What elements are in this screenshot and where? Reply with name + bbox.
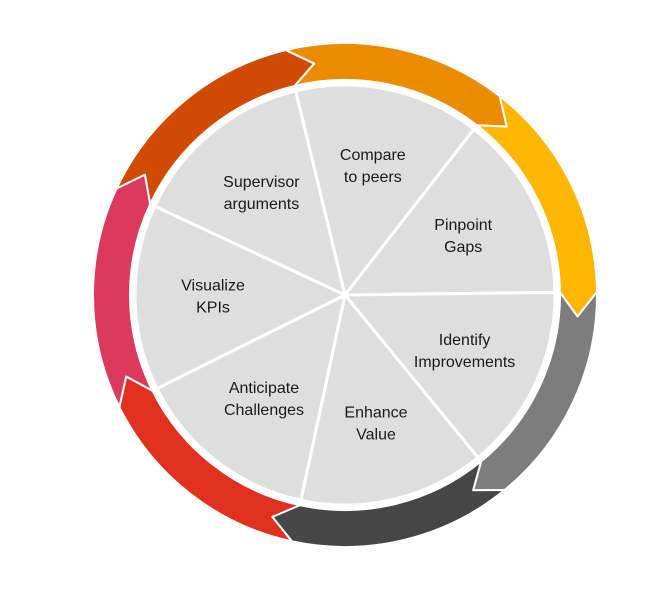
segment-label-line: Compare [340, 147, 406, 164]
wedge-enhance-value [299, 293, 480, 507]
segment-label-line: to peers [344, 169, 402, 186]
segment-label-line: arguments [224, 196, 300, 213]
segment-label-line: Challenges [224, 402, 304, 419]
segment-label-line: Gaps [444, 239, 482, 256]
segment-label-line: Supervisor [223, 174, 300, 191]
wedge-pinpoint-gaps [343, 127, 557, 297]
wedge-identify-improvements [343, 290, 557, 460]
wedge-supervisor-arguments [153, 89, 347, 297]
wedge-anticipate-challenges [155, 293, 347, 502]
segment-label-line: KPIs [196, 300, 230, 317]
segment-label-line: Visualize [181, 278, 245, 295]
ring-arrow-visualize-kpis [92, 173, 154, 409]
segment-label-supervisor-arguments: Supervisor arguments [223, 174, 300, 213]
segment-label-line: Anticipate [229, 380, 299, 397]
segment-label-line: Pinpoint [434, 217, 492, 234]
segment-label-line: Enhance [344, 404, 407, 421]
inner-wheel [133, 83, 557, 507]
wedge-visualize-kpis [133, 204, 347, 390]
segment-label-line: Identify [439, 332, 491, 349]
segment-label-line: Value [356, 426, 396, 443]
wedge-compare-to-peers [294, 83, 476, 297]
segment-label-compare-to-peers: Compare to peers [340, 147, 406, 186]
segment-labels: Supervisor arguments Compare to peersPinpoi… [181, 147, 515, 443]
outer-arrow-ring [92, 42, 598, 548]
segment-label-line: Improvements [414, 354, 515, 371]
